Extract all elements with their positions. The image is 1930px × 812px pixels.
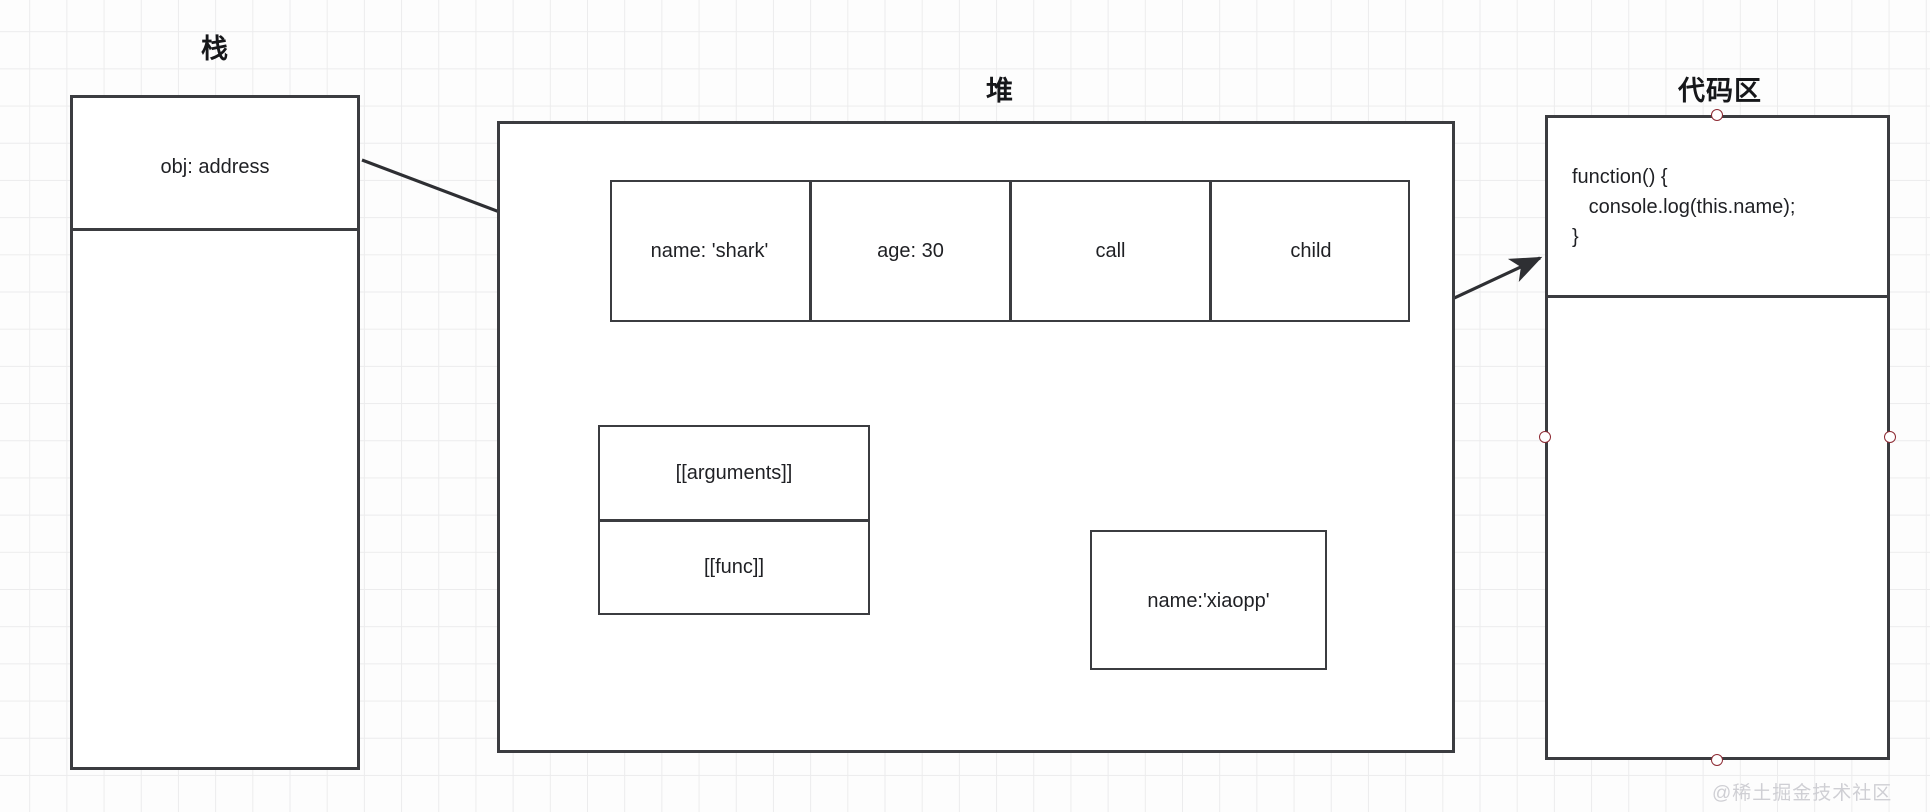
stack-box[interactable] xyxy=(70,95,360,770)
stack-slot-0-label: obj: address xyxy=(160,156,270,178)
code-area-title: 代码区 xyxy=(1678,76,1762,106)
code-area-handle-left[interactable] xyxy=(1539,431,1551,443)
code-line-2: } xyxy=(1572,226,1579,248)
watermark: @稀土掘金技术社区 xyxy=(1712,783,1893,804)
code-line-1: console.log(this.name); xyxy=(1572,196,1796,218)
function-object-arguments-label[interactable]: [[arguments]] xyxy=(675,462,793,484)
object-cell-age[interactable]: age: 30 xyxy=(877,240,944,262)
code-line-0: function() { xyxy=(1572,166,1668,188)
object-cell-separator-2 xyxy=(1009,180,1012,322)
object-cell-separator-1 xyxy=(809,180,812,322)
code-area-handle-bottom[interactable] xyxy=(1711,754,1723,766)
child-object-label[interactable]: name:'xiaopp' xyxy=(1147,590,1270,612)
object-cell-name[interactable]: name: 'shark' xyxy=(650,240,769,262)
stack-title: 栈 xyxy=(201,34,229,64)
object-cell-separator-3 xyxy=(1209,180,1212,322)
heap-title: 堆 xyxy=(986,76,1014,106)
object-cell-call[interactable]: call xyxy=(1095,240,1126,262)
function-object-func-label[interactable]: [[func]] xyxy=(703,556,765,578)
code-area-handle-top[interactable] xyxy=(1711,109,1723,121)
function-object-divider xyxy=(598,519,870,522)
code-area-handle-right[interactable] xyxy=(1884,431,1896,443)
child-object-box[interactable] xyxy=(1090,530,1327,670)
object-cell-child[interactable]: child xyxy=(1290,240,1332,262)
stack-slot-divider xyxy=(70,228,360,231)
code-area-divider xyxy=(1545,295,1890,298)
